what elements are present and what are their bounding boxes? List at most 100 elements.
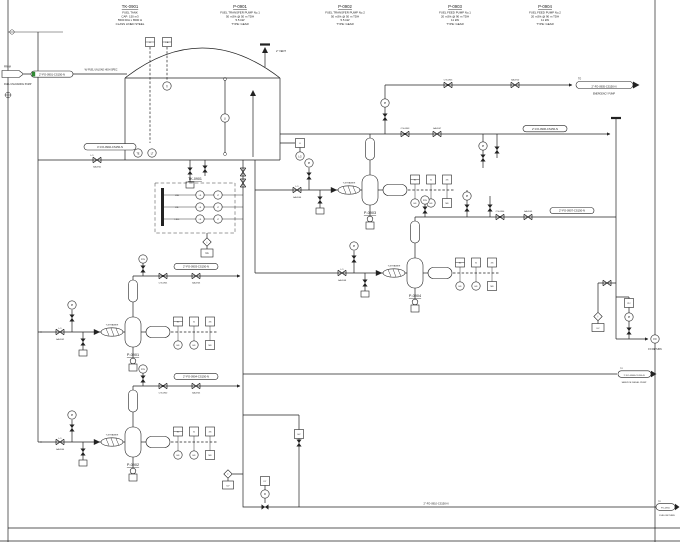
p2-xi: XI bbox=[193, 432, 195, 434]
header-line: 20 m3/h @ 90 m TDH bbox=[441, 14, 469, 18]
inlet-flag-src: FUEL UNLOADING PUMP bbox=[4, 83, 32, 86]
p2-hs1: HS bbox=[177, 455, 181, 457]
header-line: 11 kW bbox=[541, 18, 549, 22]
uv-box bbox=[222, 480, 234, 490]
header-tk0901: TK-0901 FUEL TANK CAP: 150 m3 5500 DIA x… bbox=[116, 4, 145, 26]
stationA-pi: PI bbox=[482, 145, 485, 148]
btm-uv: UV bbox=[226, 486, 230, 488]
bridle-ua: UA bbox=[205, 252, 209, 255]
p1-psv: PSV bbox=[141, 259, 146, 261]
bridle-interlock: I bbox=[207, 241, 208, 244]
bridle-label: TK-0901 bbox=[188, 177, 202, 181]
p2-psv: PSV bbox=[141, 369, 146, 371]
p3-disch-spec: 2"-FO-0906-CS150-N bbox=[532, 127, 558, 131]
p1-ga: GA-0902 bbox=[56, 338, 65, 341]
p4-label: P-0904 bbox=[409, 294, 421, 298]
inst-te: TE bbox=[136, 152, 139, 155]
control-stations bbox=[222, 98, 660, 510]
bridle-dashed-box bbox=[154, 182, 236, 234]
p3-xl: XL bbox=[414, 180, 417, 182]
header-line: TYPE: GEAR bbox=[446, 22, 463, 26]
outlet-spec: 4"-FO-0902-CS150-N bbox=[97, 145, 123, 149]
p3-hs2: HS bbox=[430, 203, 434, 205]
p2-ga: GA-0904 bbox=[56, 448, 65, 451]
p4-ms: MS bbox=[490, 286, 494, 288]
flow-control-valve bbox=[261, 504, 269, 510]
p2-lo: LO bbox=[59, 438, 62, 440]
internal-pipe-arrow bbox=[250, 90, 256, 96]
tank-drain-valve bbox=[202, 165, 208, 173]
p1-label: P-0901 bbox=[127, 353, 139, 357]
uv-box bbox=[591, 323, 605, 332]
branch-pi: PI bbox=[384, 102, 387, 105]
offpage-flags bbox=[1, 70, 680, 511]
inlet-note: W/ FUEL UNLOAD HIGH SPEC bbox=[85, 69, 118, 72]
header-tag: P-0901 bbox=[233, 4, 247, 9]
p4-hs2: HS bbox=[475, 286, 479, 288]
bridle-row1: LSH bbox=[175, 195, 180, 197]
bridle-r2-ls: LS bbox=[199, 207, 202, 209]
bridle-standpipe bbox=[161, 188, 164, 226]
piping-lines bbox=[24, 32, 656, 508]
tank-drain-box bbox=[185, 181, 195, 189]
header-p0903: P-0903 FUEL FEED PUMP No.1 20 m3/h @ 90 … bbox=[439, 4, 471, 26]
p4-xi: XI bbox=[475, 263, 477, 265]
p1-ms: MS bbox=[208, 345, 212, 347]
p4-cv-tag: C/V-0904 bbox=[496, 211, 506, 213]
p4-xs: XS bbox=[491, 263, 494, 265]
flag-rm-to: TO bbox=[620, 368, 623, 370]
p2-hs2: HS bbox=[193, 455, 197, 457]
header-line: CAP: 150 m3 bbox=[121, 14, 139, 18]
header-line: FUEL FEED PUMP No.2 bbox=[529, 11, 561, 15]
header-line: 50 m3/h @ 50 m TDH bbox=[226, 14, 254, 18]
pipe-spec-capsules bbox=[30, 70, 595, 380]
discharge-valves bbox=[158, 81, 533, 390]
equipment-headers: TK-0901 FUEL TANK CAP: 150 m3 5500 DIA x… bbox=[116, 4, 562, 26]
hv-tag: HV bbox=[297, 434, 301, 436]
line-cap bbox=[611, 116, 621, 120]
wall-lg: LG bbox=[298, 155, 301, 158]
p1-ga2-tag: GA-0903 bbox=[192, 282, 201, 285]
p2-ms: MS bbox=[208, 455, 212, 457]
tank-tk0901 bbox=[92, 37, 305, 189]
outlet-lo: LO bbox=[91, 155, 94, 157]
p3-cv-tag: C/V-0903 bbox=[401, 128, 411, 130]
header-tag: P-0904 bbox=[538, 4, 552, 9]
header-line: TYPE: GEAR bbox=[336, 22, 353, 26]
header-tag: P-0902 bbox=[338, 4, 352, 9]
p4-hs1: HS bbox=[459, 286, 463, 288]
p3-ms: MS bbox=[445, 203, 449, 205]
flag-bf-dest: FUEL RETURN bbox=[659, 515, 675, 517]
p3-ga2-tag: GA-0907 bbox=[433, 127, 442, 130]
p3-lo: LO bbox=[296, 186, 299, 188]
inst-lt: LT bbox=[151, 152, 154, 155]
p1-xl: XL bbox=[177, 322, 180, 324]
p1-cv-tag: C/V-0901 bbox=[159, 283, 169, 285]
fo-bubble: FO bbox=[653, 338, 656, 341]
level-bridle-tk0901 bbox=[154, 167, 247, 258]
p1-xs: XS bbox=[209, 322, 212, 324]
header-line: 20 m3/h @ 90 m TDH bbox=[531, 14, 559, 18]
bridle-r3-lt: LT bbox=[217, 219, 220, 221]
p2-xs: XS bbox=[209, 432, 212, 434]
p4-strainer: Y-STRAINER bbox=[388, 265, 401, 268]
header-line: CLASS LINED STEEL bbox=[116, 22, 145, 26]
p4-pi: PI bbox=[353, 245, 356, 248]
line85-ga-tag: GA-0910 bbox=[511, 79, 520, 82]
p2-disch-spec: 2"-FO-0904-CS150-N bbox=[183, 375, 209, 379]
dcs-box-la: LA bbox=[166, 41, 169, 44]
inlet-flag-from: FROM bbox=[4, 67, 11, 69]
p1-hs2: HS bbox=[193, 345, 197, 347]
p1-strainer: Y-STRAINER bbox=[106, 324, 119, 327]
btm-interlock: I bbox=[228, 473, 229, 476]
header-line: 5500 DIA x 6500 H bbox=[118, 18, 142, 22]
flag-bottom-right-tip bbox=[675, 503, 680, 511]
header-tag: P-0903 bbox=[448, 4, 462, 9]
header-line: 5.5 kW bbox=[341, 18, 350, 22]
vent-cap bbox=[260, 43, 270, 46]
flag-bf-tk: TK bbox=[658, 501, 661, 503]
p2-strainer: Y-STRAINER bbox=[106, 434, 119, 437]
flag-rm-spec: 1"-FO-0908-CS150-N bbox=[623, 375, 644, 377]
